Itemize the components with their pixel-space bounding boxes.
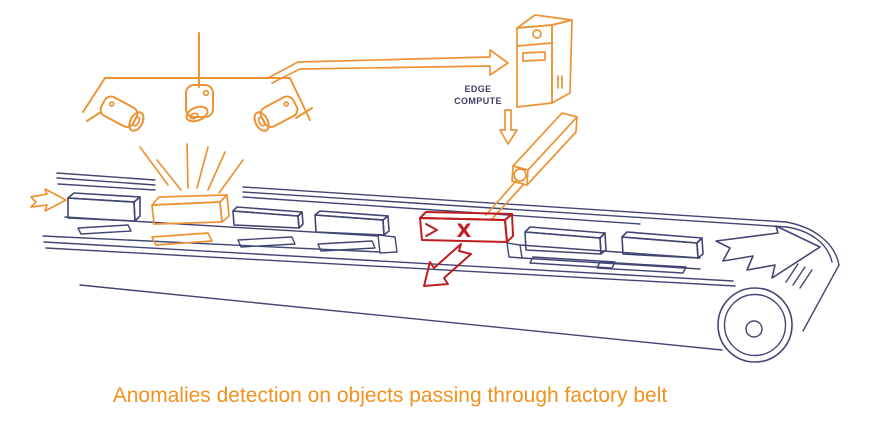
- belt-roller: [717, 287, 793, 363]
- normal-object: [524, 226, 607, 255]
- edge-compute-label-line1: EDGE: [464, 84, 491, 94]
- drive-bay-slot: [522, 51, 546, 62]
- belt-direction-arrow: [715, 225, 821, 279]
- anomaly-x-label: X: [457, 220, 472, 242]
- scan-light-rays: [139, 143, 244, 194]
- belt-right-wrap: [785, 221, 840, 332]
- camera-rig: [82, 32, 313, 132]
- rail-gap-left-cap: [377, 234, 398, 254]
- camera-to-edge-arrow: [267, 49, 509, 84]
- edge-compute-label: EDGE COMPUTE: [454, 84, 502, 106]
- scanned-object-shadow: [151, 232, 213, 246]
- vent-lines: [557, 75, 563, 89]
- incoming-objects-arrow: [30, 188, 67, 212]
- camera-mount-bracket: [82, 32, 313, 122]
- belt-front-rail: [42, 235, 736, 287]
- cctv-camera-icon: [253, 95, 299, 132]
- normal-object: [67, 192, 141, 222]
- cctv-camera-icon: [99, 95, 145, 132]
- object-shadow-plates: [77, 224, 687, 274]
- scanned-object: [151, 194, 230, 246]
- conveyor-belt: [42, 172, 840, 363]
- belt-back-rail: [56, 172, 788, 228]
- edge-to-pusher-arrow: [499, 109, 518, 145]
- reject-arrow-icon: [423, 243, 472, 287]
- power-button-icon: [532, 29, 542, 39]
- edge-compute-label-line2: COMPUTE: [454, 96, 502, 106]
- normal-object: [232, 206, 304, 229]
- edge-compute-tower-icon: [516, 14, 573, 108]
- normal-objects: [67, 192, 704, 259]
- cctv-camera-icon: [185, 84, 214, 123]
- normal-object: [314, 210, 390, 236]
- eject-chevron-icon: [425, 223, 438, 237]
- belt-bottom-edge: [79, 284, 723, 351]
- pusher-arm-icon: [485, 112, 578, 220]
- normal-object: [621, 231, 704, 259]
- diagram-caption: Anomalies detection on objects passing t…: [112, 384, 668, 407]
- speed-hatch-lines: [785, 263, 813, 289]
- anomalous-object: X: [419, 211, 514, 243]
